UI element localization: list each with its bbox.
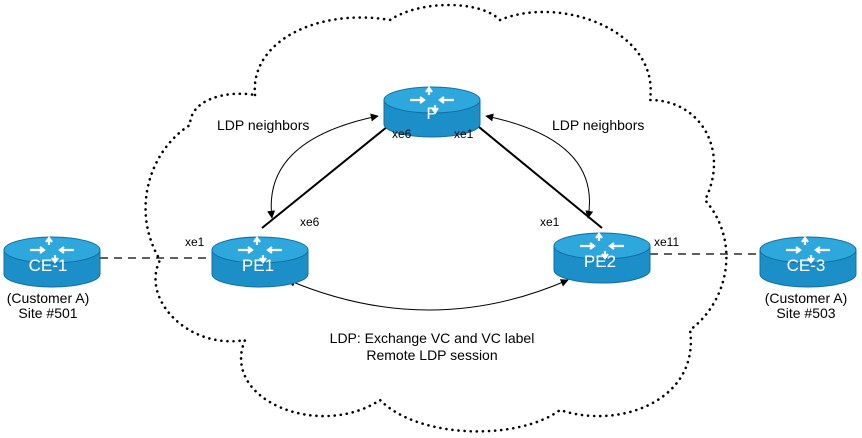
ldp-arc-left [267,113,379,219]
ce3-site: Site #503 [776,305,835,321]
ce1-site: Site #501 [18,305,77,321]
ldp-arc-right [485,113,594,219]
remote-ldp-arc [287,279,569,311]
router-top [553,232,651,260]
iface-pe2-p: xe1 [540,215,560,229]
iface-pe1-ce: xe1 [185,235,205,249]
iface-p-pe2: xe1 [454,127,474,141]
router-p[interactable] [383,86,481,138]
router-pe1[interactable] [211,236,309,288]
ce3-owner: (Customer A) [765,290,847,306]
remote-ldp-label-2: Remote LDP session [366,347,497,363]
pe1-p-link [261,117,399,229]
router-ce1[interactable] [3,236,101,288]
iface-pe2-ce: xe11 [654,235,679,249]
router-top [3,236,101,264]
ldp-neighbors-right: LDP neighbors [552,117,644,133]
ce1-name: CE-1 [29,256,68,275]
remote-ldp-label-1: LDP: Exchange VC and VC label [330,330,535,346]
p-name: P [426,104,437,123]
router-top [383,86,481,114]
router-ce3[interactable] [759,236,857,288]
iface-pe1-p: xe6 [300,215,320,229]
ce1-owner: (Customer A) [7,290,89,306]
ce3-name: CE-3 [787,256,826,275]
router-top [759,236,857,264]
iface-p-pe1: xe6 [392,127,412,141]
router-top [211,236,309,264]
ldp-neighbors-left: LDP neighbors [217,117,309,133]
pe2-name: PE2 [584,252,616,271]
router-pe2[interactable] [553,232,651,284]
provider-cloud [144,3,728,433]
pe1-name: PE1 [242,256,274,275]
p-pe2-link [467,117,603,229]
